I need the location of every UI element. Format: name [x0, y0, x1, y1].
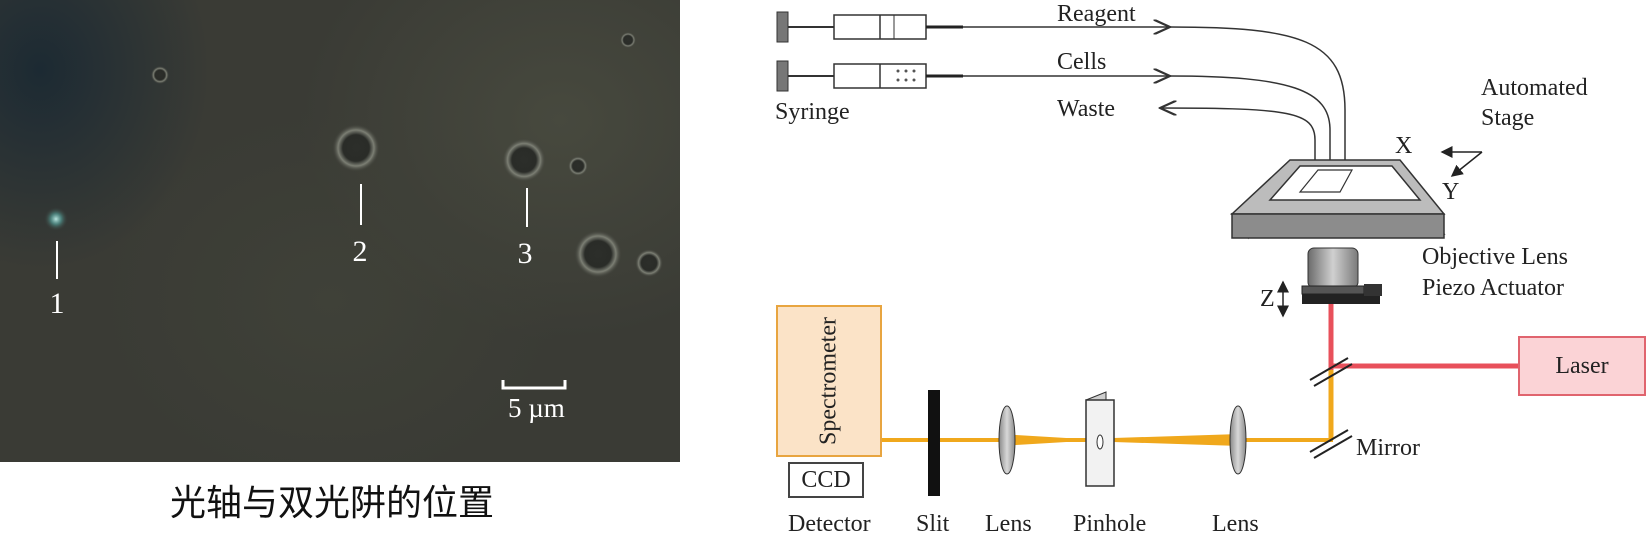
micrograph-marks	[44, 32, 663, 390]
particle-8	[620, 32, 636, 48]
lens-right	[1229, 405, 1247, 475]
beam-focus-1	[1000, 434, 1083, 446]
waste-label: Waste	[1057, 96, 1116, 122]
dichroic-mirror	[1309, 357, 1353, 387]
reagent-label: Reagent	[1057, 1, 1136, 27]
detector-label: Detector	[788, 511, 871, 537]
particle-3	[502, 138, 546, 182]
lens-left-label: Lens	[985, 511, 1032, 537]
point-label-3: 3	[517, 237, 533, 270]
stage-label-line2: Stage	[1481, 105, 1535, 131]
lens-right-label: Lens	[1212, 511, 1259, 537]
particle-7	[151, 66, 169, 84]
syringe-top	[776, 11, 963, 43]
particle-5	[635, 249, 663, 277]
slit	[928, 390, 940, 496]
particle-4	[574, 230, 622, 278]
particle-2	[332, 124, 380, 172]
particle-6	[568, 156, 588, 176]
pinhole	[1085, 391, 1115, 487]
pinhole-label: Pinhole	[1073, 511, 1147, 537]
spectrometer-label: Spectrometer	[815, 317, 842, 445]
mirror	[1309, 429, 1353, 459]
point-label-2: 2	[352, 235, 368, 268]
x-axis-label: X	[1395, 133, 1413, 159]
scale-bar	[501, 380, 567, 390]
beam-focus-2	[1083, 434, 1240, 446]
y-axis-arrow	[1450, 151, 1483, 177]
syringe-bottom	[776, 60, 963, 92]
laser-box: Laser	[1518, 336, 1646, 396]
image-caption: 光轴与双光阱的位置	[170, 483, 495, 524]
z-axis-label: Z	[1260, 286, 1275, 312]
ccd-box: CCD	[788, 462, 864, 498]
y-axis-label: Y	[1442, 179, 1460, 205]
scale-bar-label: 5 µm	[508, 393, 565, 423]
stage-label-line1: Automated	[1481, 75, 1588, 101]
syringe-label: Syringe	[775, 99, 850, 125]
lens-left	[998, 405, 1016, 475]
cells-tube	[1169, 75, 1331, 176]
objective-lens	[1301, 247, 1382, 304]
slit-label: Slit	[916, 511, 950, 537]
spectrometer-box	[776, 305, 882, 457]
waste-line	[1160, 108, 1316, 178]
automated-stage	[1230, 159, 1446, 240]
point-label-1: 1	[49, 287, 65, 320]
reagent-tube	[1169, 26, 1346, 172]
mirror-label: Mirror	[1356, 435, 1420, 461]
particle-1	[44, 207, 68, 231]
objective-label-line1: Objective Lens	[1422, 244, 1568, 270]
objective-label-line2: Piezo Actuator	[1422, 275, 1564, 301]
micrograph: 1 2 3 5 µm	[0, 0, 680, 462]
cells-label: Cells	[1057, 49, 1107, 75]
